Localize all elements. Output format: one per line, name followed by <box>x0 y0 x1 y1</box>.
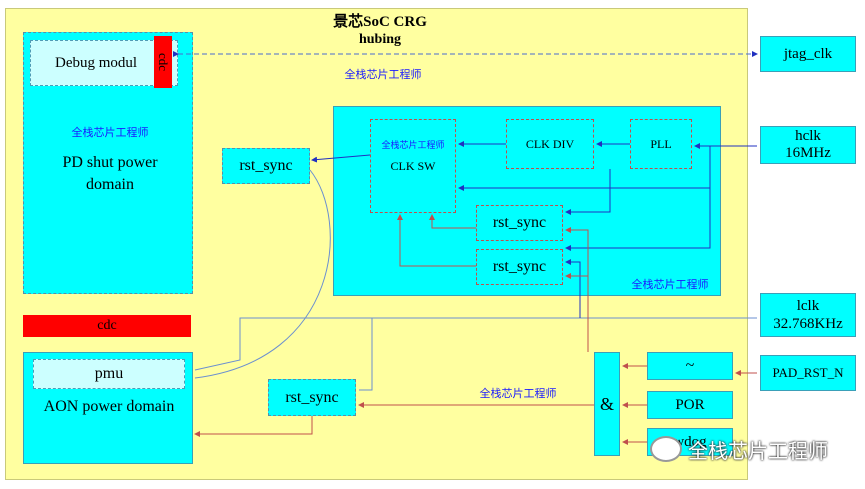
clk-div-block: CLK DIV <box>506 119 594 169</box>
rst-sync-a: rst_sync <box>476 205 563 241</box>
pad-rst-n: PAD_RST_N <box>760 355 856 391</box>
hclk-label: hclk 16MHz <box>785 128 831 161</box>
crg-subtitle: hubing <box>358 32 402 47</box>
crg-title: 景芯SoC CRG <box>333 13 427 30</box>
cdc-bar: cdc <box>23 315 191 337</box>
watermark-clksw: 全栈芯片工程师 <box>381 140 445 151</box>
pll-block: PLL <box>630 119 692 169</box>
debug-module: Debug modul <box>30 40 178 86</box>
lclk: lclk 32.768KHz <box>760 293 856 337</box>
watermark-bottom: 全栈芯片工程师 <box>479 387 557 400</box>
por-block: POR <box>647 391 733 419</box>
wechat-icon <box>650 436 682 462</box>
watermark-clock: 全栈芯片工程师 <box>631 278 709 291</box>
hclk: hclk 16MHz <box>760 126 856 164</box>
rst-sync-bottom: rst_sync <box>268 379 356 416</box>
debug-cdc: cdc <box>154 36 172 88</box>
clk-sw-block <box>370 119 456 213</box>
watermark-pd: 全栈芯片工程师 <box>71 126 149 139</box>
lclk-label: lclk 32.768KHz <box>773 298 843 332</box>
clk-sw-label: CLK SW <box>390 158 436 173</box>
rst-sync-b: rst_sync <box>476 249 563 285</box>
rst-sync-left: rst_sync <box>222 148 310 184</box>
pd-domain-label: PD shut power domain <box>62 154 158 193</box>
aon-domain-label: AON power domain <box>43 398 175 415</box>
watermark-top: 全栈芯片工程师 <box>344 68 422 81</box>
and-gate: & <box>594 352 620 456</box>
tilde-block: ~ <box>647 352 733 380</box>
pmu-block: pmu <box>33 359 185 389</box>
brand-badge: 全栈芯片工程师 <box>650 432 850 466</box>
brand-label: 全栈芯片工程师 <box>688 438 828 463</box>
jtag-clk: jtag_clk <box>760 36 856 72</box>
